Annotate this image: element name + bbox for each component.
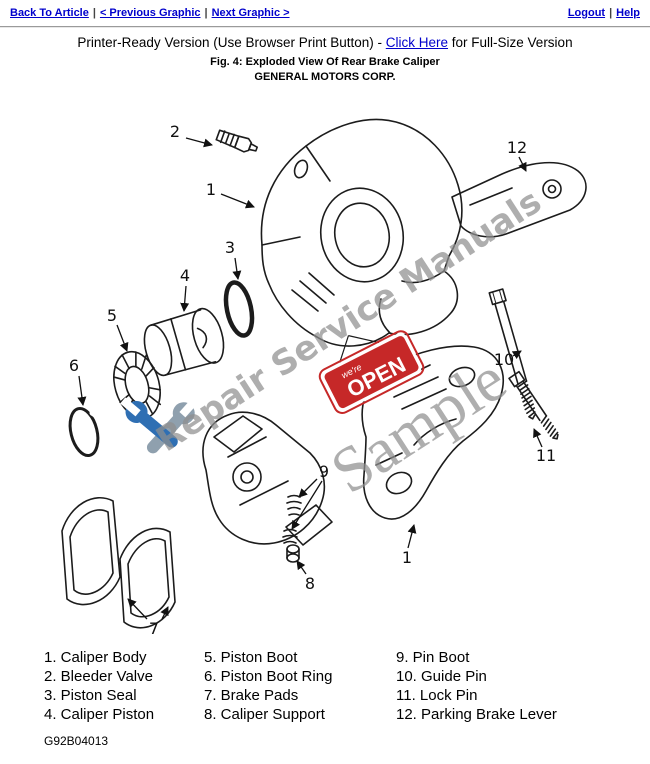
callout-8: 8 [305,574,315,593]
piston-boot-ring-drawing [68,407,104,457]
wrench-icon [120,397,178,448]
horizontal-rule [0,26,650,28]
brake-caliper-exploded-diagram: we're OPEN Repair Service Manuals Sample… [61,118,587,638]
callout-1b: 1 [402,548,412,567]
callout-labels: 1 2 3 4 5 6 7 8 9 10 11 12 1 [69,122,556,638]
legend-item: 5. Piston Boot [204,649,298,666]
legend-item: 10. Guide Pin [396,668,487,685]
pin-boot-drawing [282,494,302,544]
legend-item: 6. Piston Boot Ring [204,668,333,685]
legend-item: 3. Piston Seal [44,687,137,704]
legend-item: 11. Lock Pin [396,687,478,704]
caliper-piston-drawing [143,307,225,377]
callout-11: 11 [536,446,556,465]
callout-2: 2 [170,122,180,141]
parking-brake-lever-drawing [451,161,587,238]
callout-6: 6 [69,356,79,375]
legend-item: 4. Caliper Piston [44,706,155,723]
legend-column-3: 9. Pin Boot 10. Guide Pin 11. Lock Pin 1… [396,648,650,724]
brake-pads-drawing [61,496,176,629]
bleeder-valve-drawing [215,129,259,153]
callout-9: 9 [319,462,329,481]
nav-separator: | [204,7,208,19]
callout-4: 4 [180,266,190,285]
legend-item: 7. Brake Pads [204,687,299,704]
legend-item: 8. Caliper Support [204,706,325,723]
callout-3: 3 [225,238,235,257]
nav-separator: | [609,7,613,19]
figure-code: G92B04013 [44,734,109,748]
previous-graphic-link[interactable]: < Previous Graphic [99,7,201,19]
nav-right: Logout|Help [568,7,640,19]
diagram-container: we're OPEN Repair Service Manuals Sample… [0,85,650,646]
manufacturer-name: GENERAL MOTORS CORP. [254,71,396,83]
nav-left: Back To Article|< Previous Graphic|Next … [10,7,290,19]
watermark: Repair Service Manuals Sample [149,181,548,507]
piston-seal-drawing [223,280,255,338]
legend-item: 2. Bleeder Valve [44,668,153,685]
top-navigation: Back To Article|< Previous Graphic|Next … [0,0,650,23]
guide-pin-drawing [488,288,536,420]
caliper-support-drawing [202,411,333,546]
printer-ready-line: Printer-Ready Version (Use Browser Print… [0,28,650,50]
full-size-version-link[interactable]: Click Here [385,35,449,50]
lock-pin-drawing [508,370,559,440]
parts-legend: 1. Caliper Body 2. Bleeder Valve 3. Pist… [0,646,650,724]
help-link[interactable]: Help [616,7,640,19]
printer-ready-text: Printer-Ready Version (Use Browser Print… [77,35,386,50]
figure-caption: Fig. 4: Exploded View Of Rear Brake Cali… [210,56,440,68]
callout-10: 10 [494,350,514,369]
legend-item: 9. Pin Boot [396,649,470,666]
callout-1: 1 [206,180,216,199]
legend-item: 1. Caliper Body [44,649,147,666]
printer-ready-suffix: for Full-Size Version [448,35,573,50]
support-stud-drawing [286,544,300,563]
back-to-article-link[interactable]: Back To Article [10,7,89,19]
next-graphic-link[interactable]: Next Graphic > [211,7,290,19]
callout-12: 12 [507,138,527,157]
caliper-body-drawing [260,118,463,347]
legend-item: 12. Parking Brake Lever [396,706,557,723]
leader-lines [77,137,543,620]
legend-column-1: 1. Caliper Body 2. Bleeder Valve 3. Pist… [44,648,204,724]
repair-manuals-logo [120,397,199,454]
nav-separator: | [92,7,96,19]
logout-link[interactable]: Logout [567,7,606,19]
callout-7: 7 [149,619,159,638]
callout-5: 5 [107,306,117,325]
legend-column-2: 5. Piston Boot 6. Piston Boot Ring 7. Br… [204,648,396,724]
